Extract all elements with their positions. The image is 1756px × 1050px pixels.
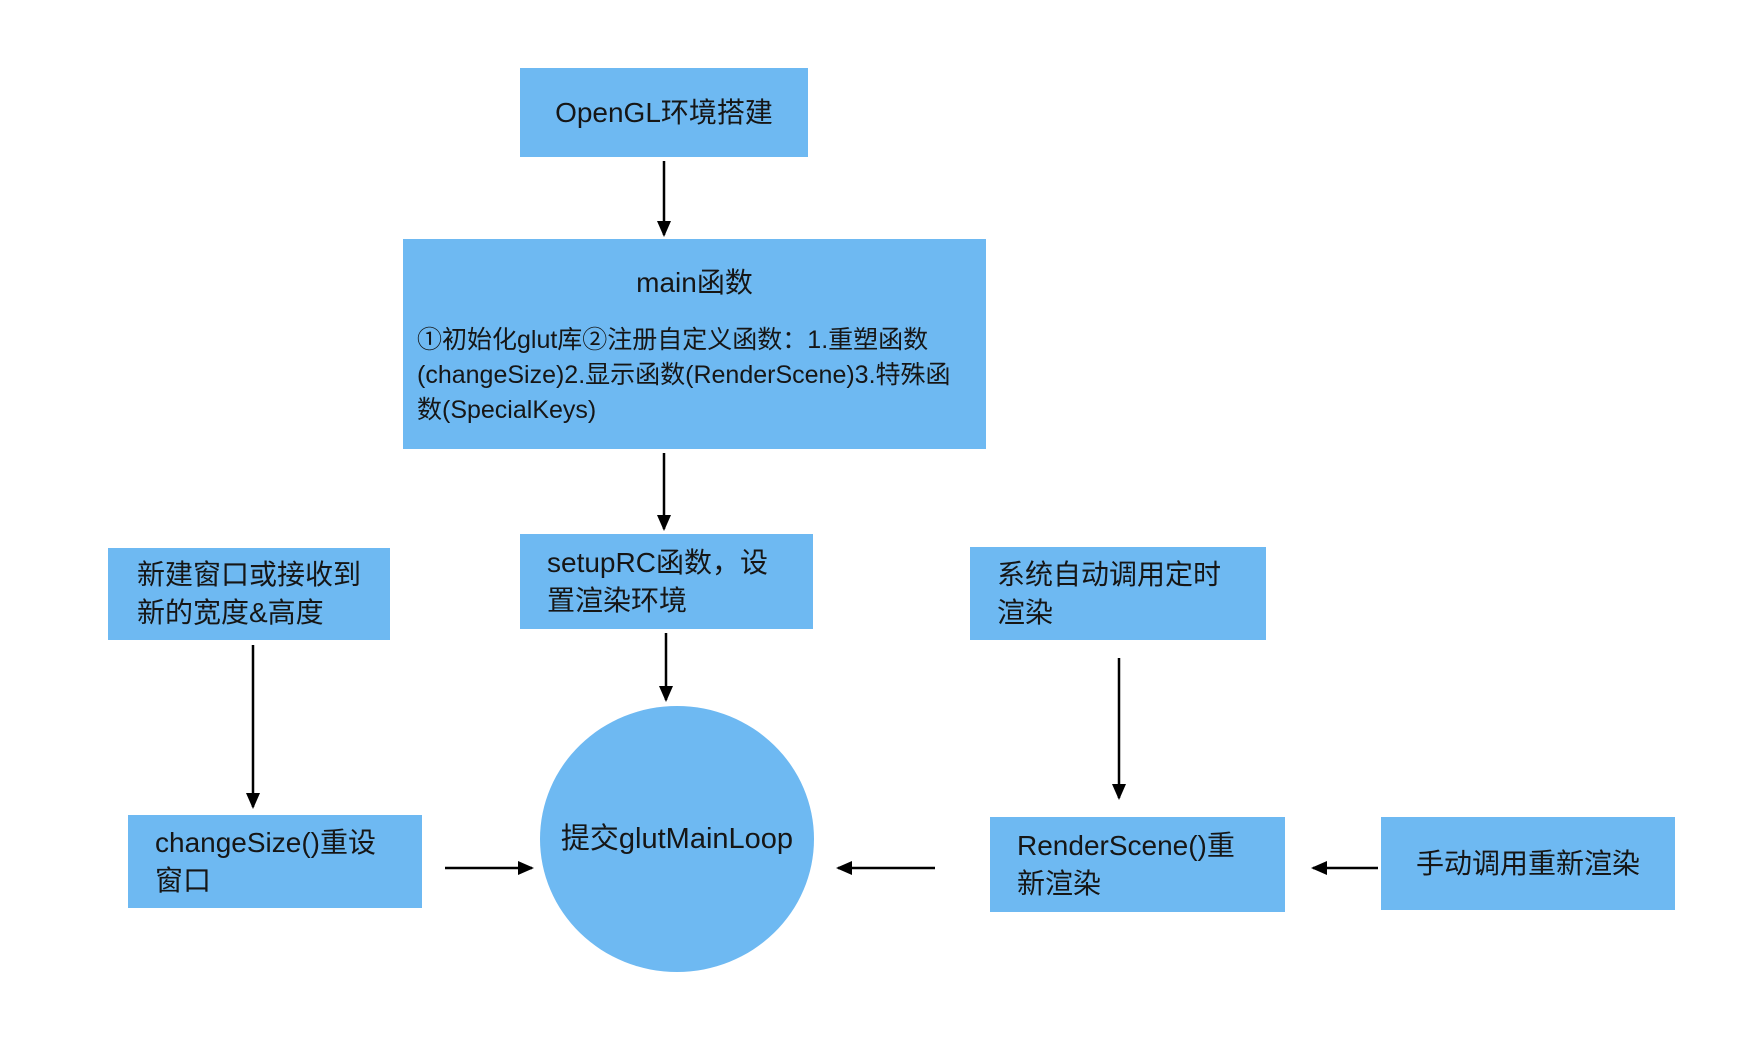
node-opengl-setup-label: OpenGL环境搭建	[555, 96, 773, 128]
node-timer-render: 系统自动调用定时 渲染	[970, 547, 1266, 640]
node-manual-render: 手动调用重新渲染	[1381, 817, 1675, 910]
node-new-window-size-label: 新建窗口或接收到 新的宽度&高度	[137, 559, 362, 628]
node-setup-rc: setupRC函数，设 置渲染环境	[520, 534, 813, 629]
node-new-window-size: 新建窗口或接收到 新的宽度&高度	[108, 548, 390, 640]
node-change-size-label: changeSize()重设 窗口	[155, 826, 376, 896]
node-glut-main-loop-label: 提交glutMainLoop	[560, 823, 794, 855]
node-timer-render-label: 系统自动调用定时 渲染	[997, 558, 1222, 628]
node-main-function: main函数 ①初始化glut库②注册自定义函数：1.重塑函数 (changeS…	[403, 239, 986, 449]
node-manual-render-label: 手动调用重新渲染	[1415, 847, 1640, 879]
node-render-scene-label: RenderScene()重 新渲染	[1017, 829, 1235, 899]
node-main-function-body: ①初始化glut库②注册自定义函数：1.重塑函数 (changeSize)2.显…	[417, 326, 951, 424]
node-render-scene: RenderScene()重 新渲染	[990, 817, 1285, 912]
node-change-size: changeSize()重设 窗口	[128, 815, 422, 908]
node-main-function-title: main函数	[636, 267, 753, 298]
node-setup-rc-label: setupRC函数，设 置渲染环境	[547, 546, 768, 616]
node-opengl-setup: OpenGL环境搭建	[520, 68, 808, 157]
node-glut-main-loop: 提交glutMainLoop	[540, 706, 814, 972]
